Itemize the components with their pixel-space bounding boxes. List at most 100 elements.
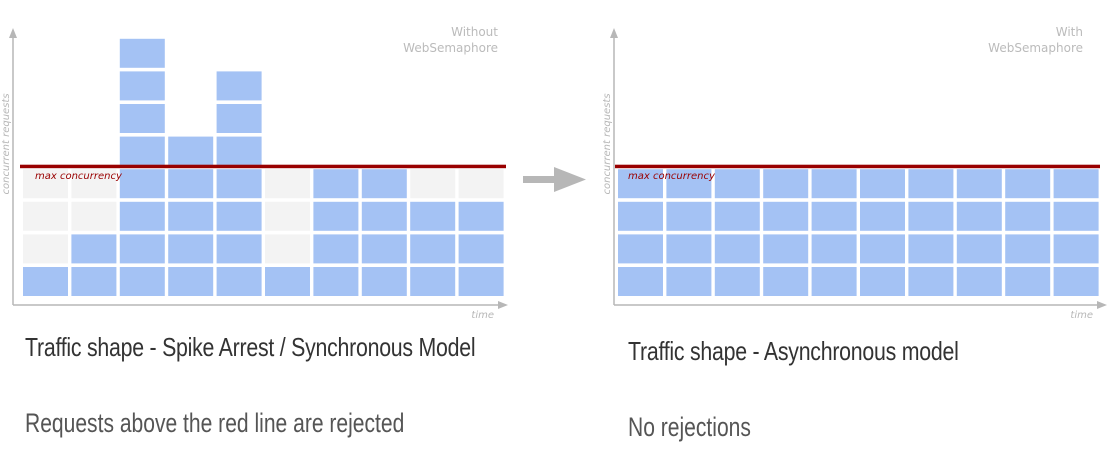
request-cell: [216, 201, 262, 231]
max-concurrency-label: max concurrency: [628, 171, 716, 182]
request-cell: [908, 169, 954, 199]
request-cell: [361, 201, 407, 231]
request-cell: [313, 234, 359, 264]
max-concurrency-line: [615, 164, 1100, 169]
chart-spike-arrest: concurrent requests time max concurrency: [1, 28, 508, 321]
capacity-slot: [265, 201, 310, 231]
request-cell: [618, 267, 663, 296]
request-cell: [956, 169, 1002, 199]
caption-line-1: Without: [451, 25, 498, 39]
request-cell: [1053, 201, 1099, 231]
request-cell: [666, 169, 712, 199]
request-cell: [119, 234, 165, 264]
request-cell: [313, 169, 359, 199]
request-cell: [168, 201, 214, 231]
y-axis-arrow-icon: [610, 28, 618, 38]
request-cell: [1053, 169, 1099, 199]
request-cell: [811, 267, 857, 296]
request-cell: [908, 234, 954, 264]
caption-line-1: With: [1055, 25, 1083, 39]
request-cell: [763, 169, 809, 199]
request-cell: [410, 234, 456, 264]
request-cell: [458, 234, 504, 264]
x-axis-arrow-icon: [498, 301, 508, 309]
request-cell: [458, 201, 504, 231]
request-cell: [216, 234, 262, 264]
request-cell: [1053, 267, 1099, 296]
note-rejected: Requests above the red line are rejected: [25, 408, 405, 438]
capacity-slot: [71, 201, 117, 231]
caption-with: With WebSemaphore: [965, 24, 1083, 56]
request-cell: [1005, 201, 1051, 231]
request-cell: [168, 136, 214, 166]
request-cell: [216, 267, 262, 296]
chart-title-spike-arrest: Traffic shape - Spike Arrest / Synchrono…: [25, 332, 476, 362]
capacity-slot: [23, 169, 68, 199]
request-cell: [1005, 234, 1051, 264]
request-cell: [361, 169, 407, 199]
capacity-slot: [71, 169, 117, 199]
request-cell: [811, 201, 857, 231]
request-cell: [666, 234, 712, 264]
request-cell: [119, 136, 165, 166]
request-cell: [714, 267, 760, 296]
request-cell: [618, 234, 663, 264]
capacity-slot: [265, 234, 310, 264]
capacity-slot: [265, 169, 310, 199]
x-axis-label: time: [471, 310, 494, 321]
request-cell: [1005, 169, 1051, 199]
request-cell: [313, 267, 359, 296]
request-cell: [714, 169, 760, 199]
request-cell: [860, 234, 905, 264]
request-cell: [763, 201, 809, 231]
request-cell: [860, 169, 905, 199]
request-cell: [860, 201, 905, 231]
request-cell: [361, 234, 407, 264]
request-cell: [168, 234, 214, 264]
panel-spike-arrest: concurrent requests time max concurrency W…: [0, 0, 520, 471]
request-cell: [119, 201, 165, 231]
request-cell: [714, 201, 760, 231]
request-cell: [23, 267, 68, 296]
request-cell: [410, 201, 456, 231]
request-cell: [216, 71, 262, 101]
max-concurrency-label: max concurrency: [35, 171, 123, 182]
x-axis-label: time: [1070, 310, 1093, 321]
request-cell: [119, 104, 165, 133]
request-cell: [168, 169, 214, 199]
note-no-rejections: No rejections: [628, 412, 751, 442]
capacity-slot: [23, 201, 68, 231]
request-cell: [168, 267, 214, 296]
request-cell: [908, 201, 954, 231]
request-cell: [763, 267, 809, 296]
request-cell: [458, 267, 504, 296]
request-cell: [119, 169, 165, 199]
request-cell: [811, 234, 857, 264]
capacity-slot: [458, 169, 504, 199]
request-cell: [216, 136, 262, 166]
request-cell: [618, 201, 663, 231]
request-cell: [618, 169, 663, 199]
capacity-slot: [23, 234, 68, 264]
request-cell: [763, 234, 809, 264]
request-cell: [811, 169, 857, 199]
request-cell: [119, 71, 165, 101]
request-cell: [956, 267, 1002, 296]
request-cell: [956, 201, 1002, 231]
y-axis-arrow-icon: [9, 28, 17, 38]
request-cell: [714, 234, 760, 264]
y-axis-label: concurrent requests: [1, 93, 12, 194]
caption-line-2: WebSemaphore: [988, 41, 1083, 55]
request-cell: [361, 267, 407, 296]
caption-line-2: WebSemaphore: [403, 41, 498, 55]
chart-title-asynchronous: Traffic shape - Asynchronous model: [628, 336, 959, 366]
request-cell: [1005, 267, 1051, 296]
request-cell: [313, 201, 359, 231]
request-cell: [265, 267, 310, 296]
request-cell: [956, 234, 1002, 264]
request-cell: [410, 267, 456, 296]
request-cell: [860, 267, 905, 296]
request-cell: [908, 267, 954, 296]
